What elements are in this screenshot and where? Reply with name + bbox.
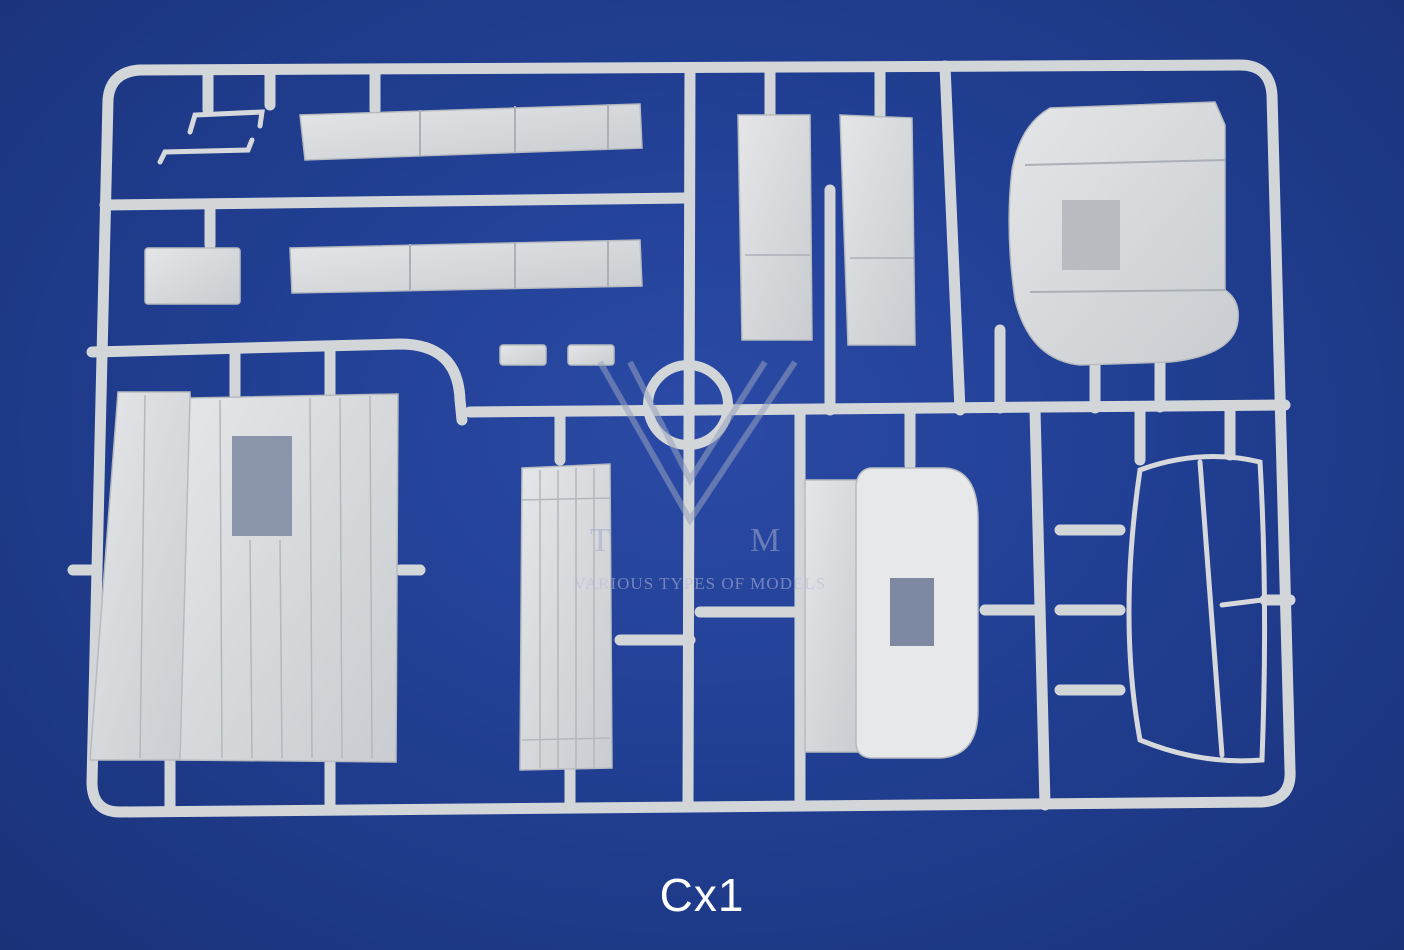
part-upper-plate-a	[299, 103, 643, 161]
part-plank-door	[519, 463, 613, 771]
watermark-letter-m: M	[750, 522, 781, 559]
watermark-logo	[597, 360, 798, 526]
part-bow-frame	[1126, 454, 1268, 764]
part-chassis-plate	[1008, 101, 1239, 366]
watermark-text: VARIOUS TYPES OF MODELS	[573, 574, 827, 593]
part-bent-rod-b	[157, 137, 255, 165]
part-curved-door	[804, 479, 861, 753]
part-wall-window	[232, 436, 292, 536]
part-panel-window	[890, 578, 934, 646]
part-tall-panel-right	[839, 114, 916, 346]
part-tall-panel-left	[737, 114, 813, 341]
part-tab-a	[499, 344, 547, 366]
sprue-frame	[67, 59, 1296, 818]
part-chassis-cutout	[1062, 200, 1120, 270]
part-upper-plate-b	[289, 239, 643, 294]
part-small-panel	[144, 247, 241, 305]
part-tab-b	[567, 344, 615, 366]
photo-caption: Cx1	[659, 869, 745, 921]
sprue-ring	[643, 360, 733, 450]
watermark-letter-t: T	[590, 522, 611, 559]
part-bent-rod-a	[187, 109, 265, 135]
